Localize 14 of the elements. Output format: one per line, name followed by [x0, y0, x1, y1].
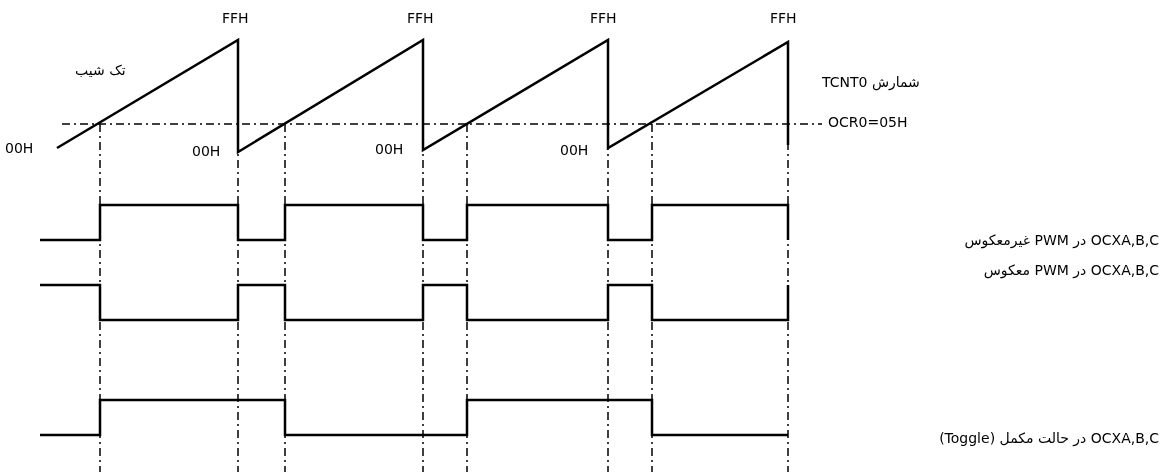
- level-label: FFH: [407, 10, 434, 27]
- threshold-label: OCR0=05H: [828, 114, 908, 131]
- level-label: FFH: [222, 10, 249, 27]
- signal-label: شمارش TCNT0: [822, 74, 920, 91]
- level-label: 00H: [375, 141, 404, 158]
- level-label: FFH: [770, 10, 797, 27]
- level-label: 00H: [560, 142, 589, 159]
- slope-label: تک شیب: [75, 62, 126, 79]
- signal-label: OCXA,B,C در PWM معکوس: [983, 262, 1159, 279]
- level-label: FFH: [590, 10, 617, 27]
- signal-label: OCXA,B,C در PWM غیرمعکوس: [964, 232, 1159, 249]
- signal-label: OCXA,B,C در حالت مکمل (Toggle): [939, 430, 1159, 447]
- level-label: 00H: [192, 143, 221, 160]
- level-label: 00H: [5, 140, 34, 157]
